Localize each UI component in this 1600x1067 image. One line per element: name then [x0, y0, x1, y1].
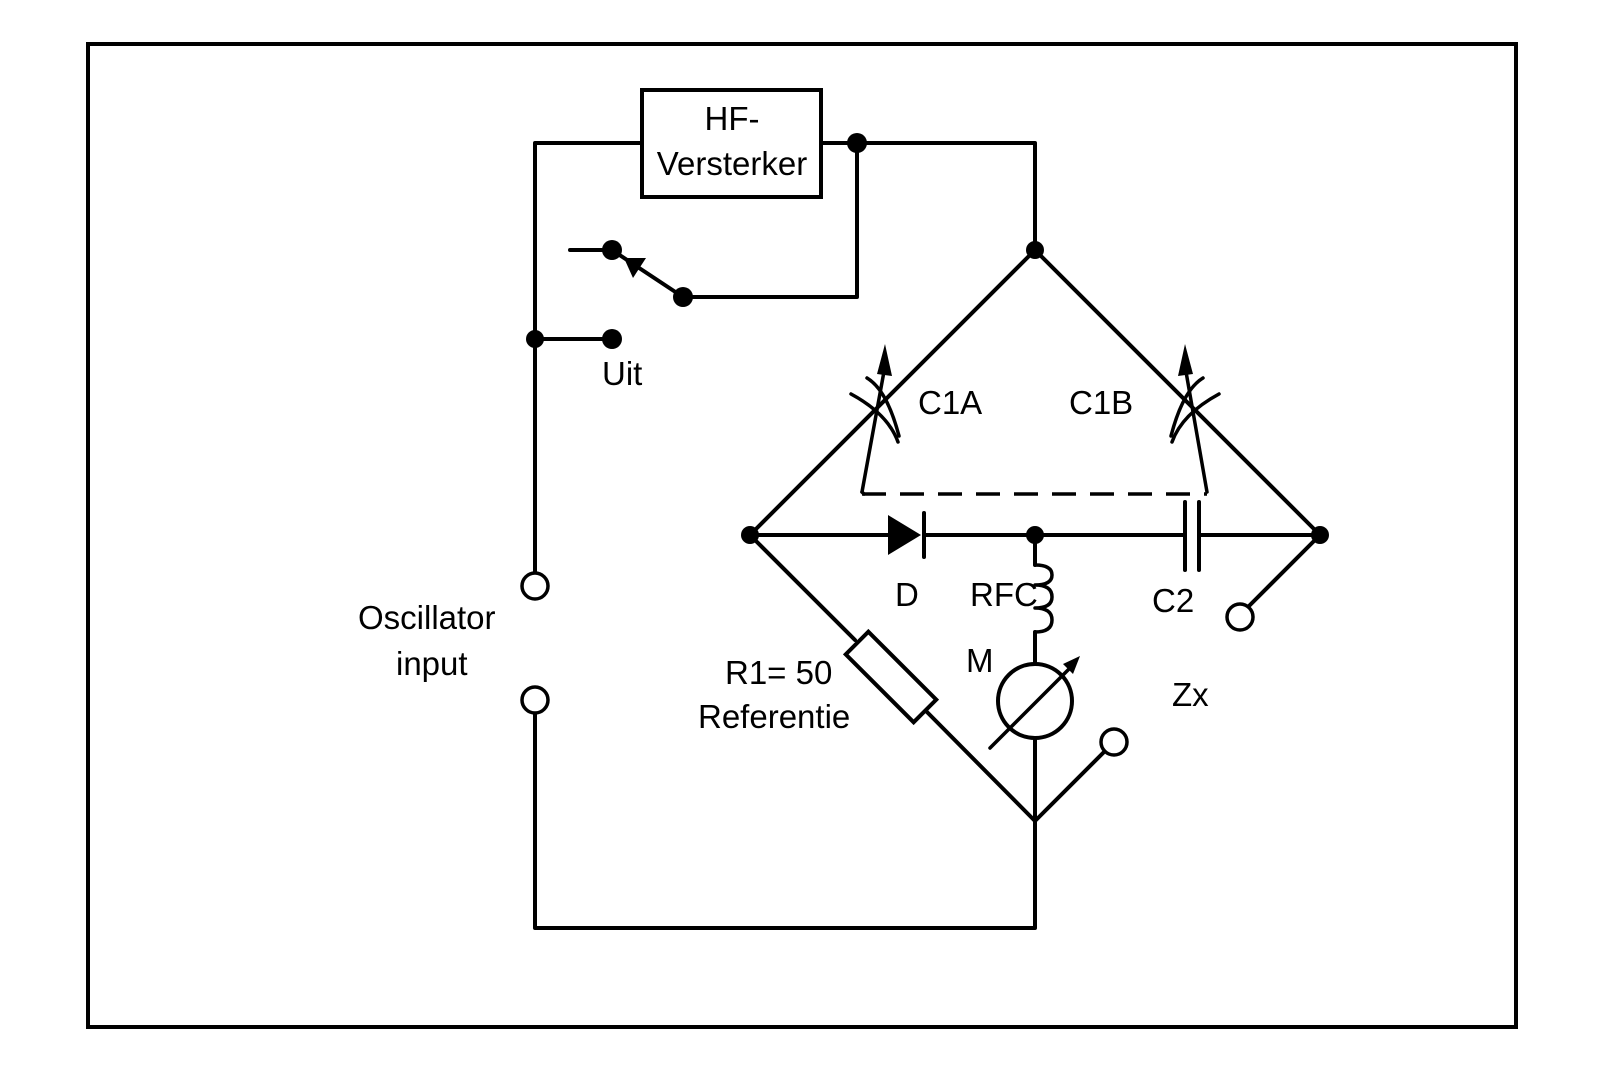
hf-amplifier-label-line1: HF-	[705, 100, 760, 137]
hf-amplifier-label-line2: Versterker	[657, 145, 807, 182]
meter-label: M	[966, 642, 994, 679]
circuit-wires	[533, 141, 1322, 930]
selector-switch	[610, 248, 685, 299]
oscillator-input-label-line1: Oscillator	[358, 599, 496, 636]
hf-amplifier-block: HF- Versterker	[640, 88, 823, 199]
zx-label: Zx	[1172, 676, 1209, 713]
diode-symbol	[888, 511, 926, 559]
variable-capacitor-c1a	[849, 344, 901, 496]
resistor-label-line1: R1= 50	[725, 654, 832, 691]
diode-label: D	[895, 576, 919, 613]
diagram-frame	[86, 42, 1518, 1029]
meter-symbol	[988, 656, 1080, 750]
oscillator-input-label-line2: input	[396, 645, 468, 682]
variable-capacitor-c1b	[1169, 344, 1221, 494]
c1b-label: C1B	[1069, 384, 1133, 421]
rfc-label: RFC	[970, 576, 1038, 613]
c2-label: C2	[1152, 582, 1194, 619]
capacitor-c2	[1183, 500, 1201, 572]
rfc-inductor	[1033, 563, 1054, 634]
resistor-label-line2: Referentie	[698, 698, 850, 735]
resistor-r1	[842, 628, 940, 726]
open-terminals	[520, 571, 1255, 757]
junction-dots	[526, 133, 1329, 544]
output-label: Uit	[602, 355, 642, 392]
c1a-label: C1A	[918, 384, 982, 421]
